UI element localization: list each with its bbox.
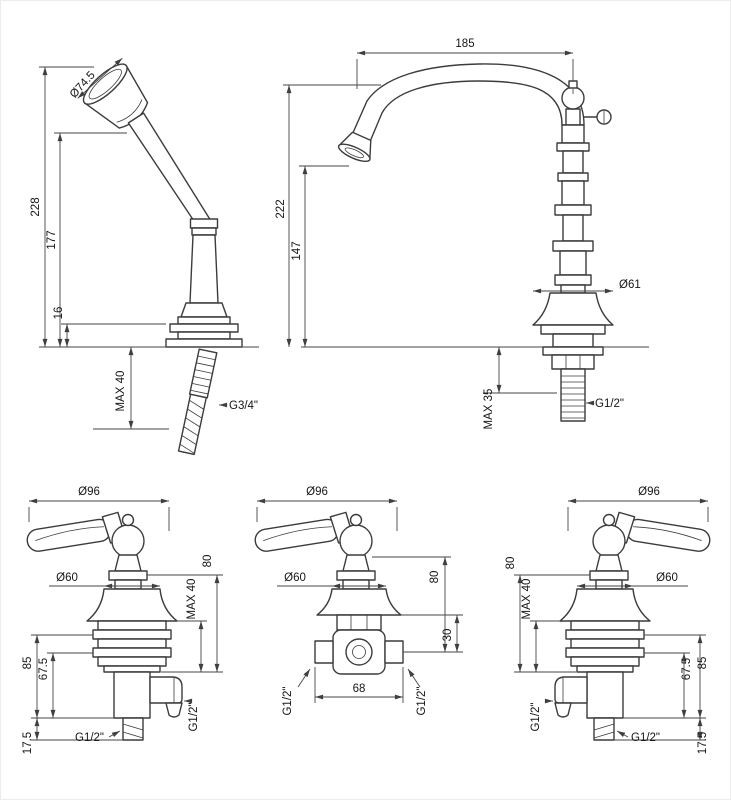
dim-label-valve-right-outlet-thread: G1/2" — [530, 702, 542, 731]
dim-label-handshower-max-wall: MAX 40 — [115, 371, 127, 412]
spout-escutcheon — [532, 292, 614, 348]
dim-label-valve-middle-height: 80 — [429, 571, 441, 584]
handshower-figure: 228 177 Ø74.5 16 MAX 40 G3/4" — [30, 57, 259, 456]
dim-label-spout-base-diameter: Ø61 — [619, 279, 641, 291]
handshower-dimension-lines — [39, 57, 228, 429]
spout-tube — [351, 63, 585, 145]
valve-middle-body — [314, 614, 404, 675]
valve-right-dimension-lines — [514, 498, 709, 741]
dim-label-valve-right-max-wall: MAX 40 — [521, 579, 533, 620]
dim-label-valve-right-depth-body: 67.5 — [681, 658, 693, 680]
spout-finial — [561, 80, 612, 126]
dim-label-spout-height: 147 — [291, 241, 303, 260]
handshower-neck — [127, 112, 211, 228]
spout-column — [552, 124, 594, 294]
handshower-deck-line — [39, 346, 259, 430]
valve-escutcheon — [86, 588, 178, 622]
valve-middle-figure: Ø96 Ø60 80 30 68 G1/2" G1/2" — [254, 486, 463, 716]
dim-label-spout-max-deck: MAX 35 — [483, 389, 495, 430]
valve-right-body — [554, 511, 713, 741]
dim-label-handshower-thread: G3/4" — [229, 400, 258, 412]
handshower-flange-plates — [165, 316, 243, 348]
dim-label-valve-right-tail-length: 17.5 — [697, 732, 709, 754]
dim-label-valve-middle-left-thread: G1/2" — [282, 686, 294, 715]
dim-label-handshower-body-height: 177 — [46, 230, 58, 249]
dim-label-valve-middle-right-thread: G1/2" — [416, 686, 428, 715]
valve-left-figure: Ø96 Ø60 MAX 40 80 85 67.5 17.5 G1/2" G1/… — [22, 486, 223, 754]
dim-label-valve-left-depth-body: 67.5 — [38, 658, 50, 680]
dim-label-spout-reach: 185 — [455, 38, 474, 50]
dim-label-handshower-total-height: 228 — [30, 197, 42, 216]
dim-label-spout-thread: G1/2" — [595, 398, 624, 410]
handshower-tail-hose — [177, 348, 218, 456]
dim-label-valve-left-escutcheon-diameter: Ø60 — [56, 572, 78, 584]
dim-label-valve-right-escutcheon-diameter: Ø60 — [656, 572, 678, 584]
valve-right-figure: Ø96 Ø60 MAX 40 80 85 67.5 17.5 G1/2" G1/… — [505, 486, 713, 754]
spout-tip — [337, 131, 372, 163]
handshower-grip — [180, 218, 228, 318]
dim-label-valve-middle-handle-diameter: Ø96 — [306, 486, 328, 498]
dim-label-valve-middle-escutcheon-diameter: Ø60 — [284, 572, 306, 584]
dim-label-valve-right-inlet-thread: G1/2" — [631, 732, 660, 744]
valve-lever — [254, 511, 356, 552]
spout-figure: 185 222 147 Ø61 MAX 35 G1/2" — [275, 38, 649, 429]
dim-label-valve-left-outlet-thread: G1/2" — [188, 702, 200, 731]
dim-label-valve-left-depth-total: 85 — [22, 657, 34, 670]
dim-label-valve-left-height: 80 — [202, 555, 214, 568]
dim-label-valve-middle-depth: 30 — [442, 629, 454, 642]
dim-label-valve-left-max-wall: MAX 40 — [186, 579, 198, 620]
valve-wall-flange — [92, 620, 172, 673]
spout-tail — [542, 346, 604, 422]
spout-dimension-lines — [283, 50, 613, 406]
dim-label-spout-total-height: 222 — [275, 199, 287, 218]
valve-middle-dimension-lines — [256, 498, 463, 703]
dim-label-handshower-flange-height: 16 — [53, 307, 65, 320]
dim-label-valve-right-depth-total: 85 — [697, 657, 709, 670]
valve-escutcheon — [316, 588, 402, 616]
dim-label-valve-left-tail-length: 17.5 — [22, 732, 34, 754]
dim-label-valve-right-height: 80 — [505, 557, 517, 570]
dim-label-valve-left-handle-diameter: Ø96 — [78, 486, 100, 498]
valve-lever — [26, 511, 128, 552]
dim-label-valve-left-inlet-thread: G1/2" — [75, 732, 104, 744]
dim-label-valve-right-handle-diameter: Ø96 — [638, 486, 660, 498]
valve-body-outlet — [113, 671, 183, 741]
valve-left-dimension-lines — [28, 498, 223, 741]
valve-left-body — [26, 511, 183, 741]
dim-label-valve-middle-width: 68 — [353, 683, 366, 695]
